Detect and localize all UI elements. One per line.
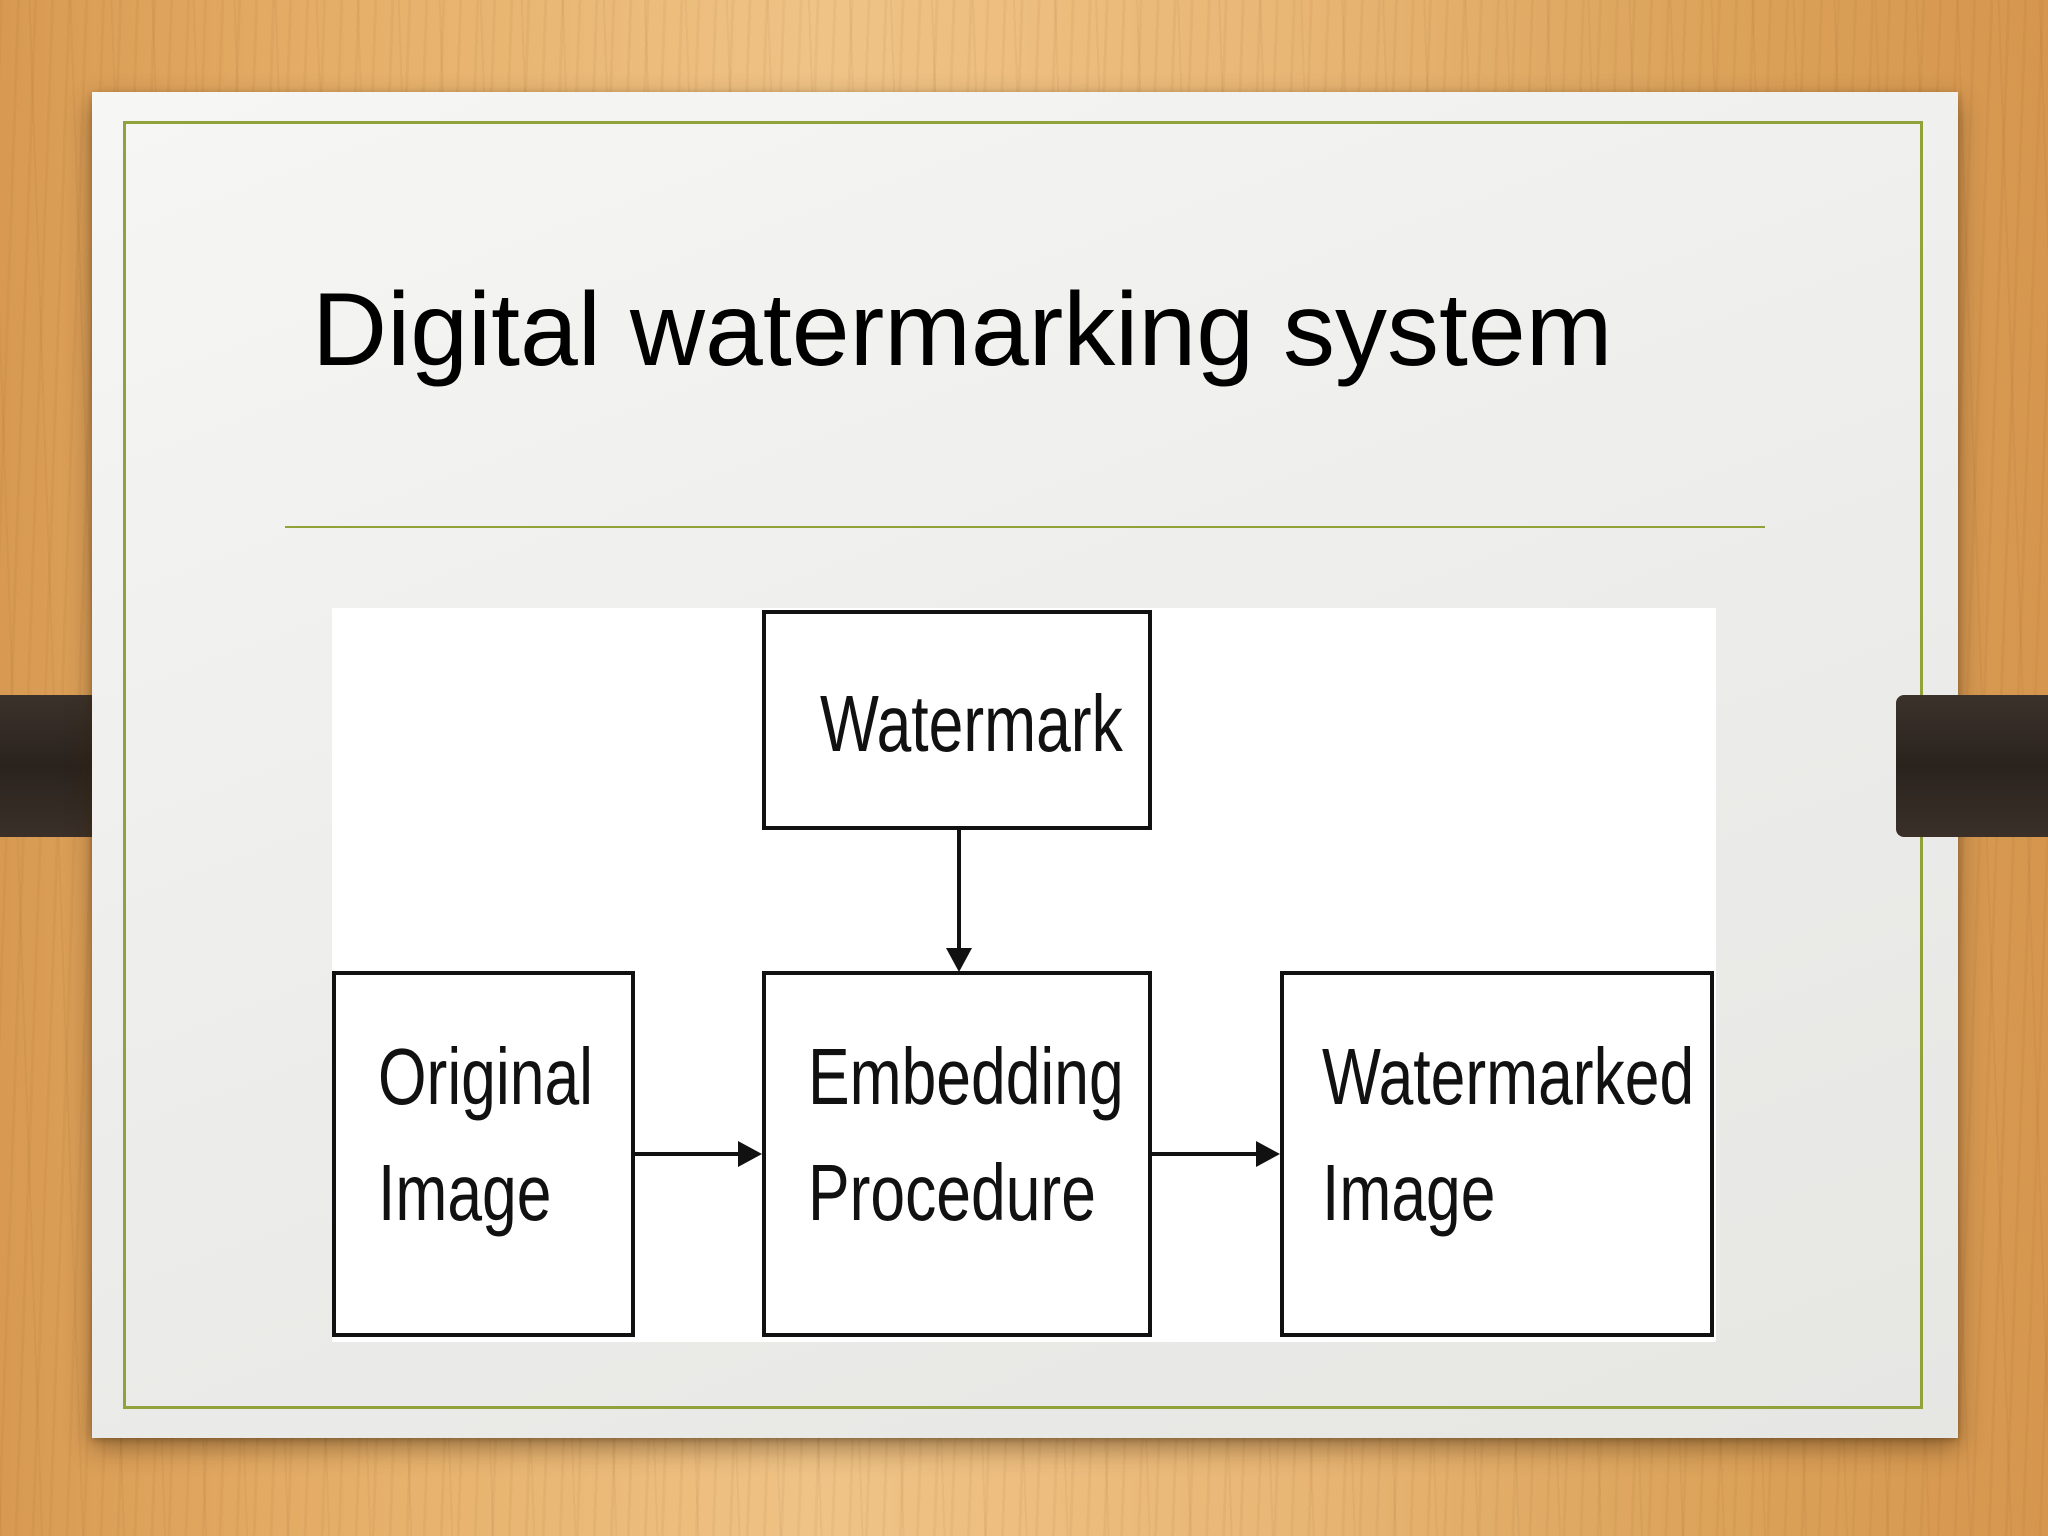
arrowhead-down-icon <box>946 948 972 972</box>
diagram-connectors <box>635 830 1280 1167</box>
watermarked-image-box: Watermarked Image <box>1280 971 1714 1337</box>
watermark-label-line1: Watermark <box>820 679 1123 768</box>
embedding-procedure-box-label: Embedding Procedure <box>808 1019 1124 1251</box>
slide: Digital watermarking system Watermark Or… <box>92 92 1958 1438</box>
original-image-box-label: Original Image <box>378 1019 593 1251</box>
arrow-embedding-to-watermarked <box>1152 1141 1280 1167</box>
title-divider-line <box>285 526 1765 528</box>
right-binder-clip <box>1896 695 2048 837</box>
watermark-box-label: Watermark <box>820 666 1123 782</box>
slide-title: Digital watermarking system <box>312 272 1613 388</box>
arrow-original-to-embedding <box>635 1141 762 1167</box>
watermarked-label-line1: Watermarked <box>1322 1032 1695 1121</box>
embedding-label-line2: Procedure <box>808 1148 1096 1237</box>
watermarked-image-box-label: Watermarked Image <box>1322 1019 1694 1251</box>
arrowhead-right-icon <box>1256 1141 1280 1167</box>
original-image-box: Original Image <box>332 971 635 1337</box>
arrow-watermark-to-embedding <box>946 830 972 972</box>
embedding-procedure-box: Embedding Procedure <box>762 971 1152 1337</box>
watermark-box: Watermark <box>762 610 1152 830</box>
original-label-line2: Image <box>378 1148 552 1237</box>
watermarking-flow-diagram: Watermark Original Image Embedding Proce… <box>332 608 1716 1342</box>
embedding-label-line1: Embedding <box>808 1032 1124 1121</box>
watermarked-label-line2: Image <box>1322 1148 1496 1237</box>
original-label-line1: Original <box>378 1032 594 1121</box>
arrowhead-right-icon <box>738 1141 762 1167</box>
